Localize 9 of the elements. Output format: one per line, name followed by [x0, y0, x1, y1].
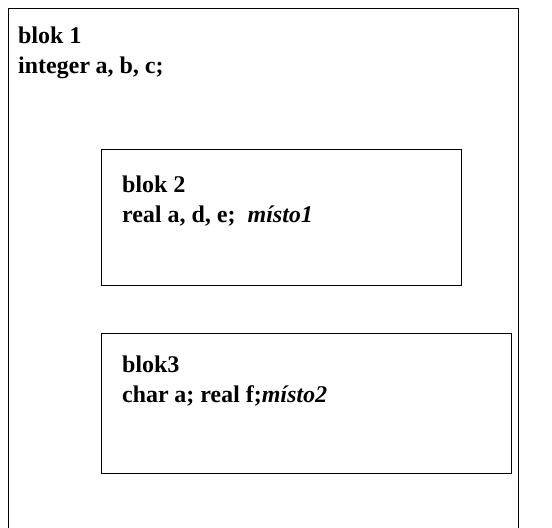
block-heading: blok 2 [122, 171, 186, 200]
scope-box [8, 8, 519, 528]
scope-box [101, 333, 512, 474]
scope-box [101, 149, 462, 286]
declaration-text: integer a, b, c; [18, 52, 164, 81]
declaration-text: real a, d, e; místo1 [122, 201, 313, 230]
declaration-text: char a; real f;místo2 [122, 381, 328, 410]
block-heading: blok 1 [18, 22, 82, 51]
block-heading: blok3 [122, 351, 180, 380]
